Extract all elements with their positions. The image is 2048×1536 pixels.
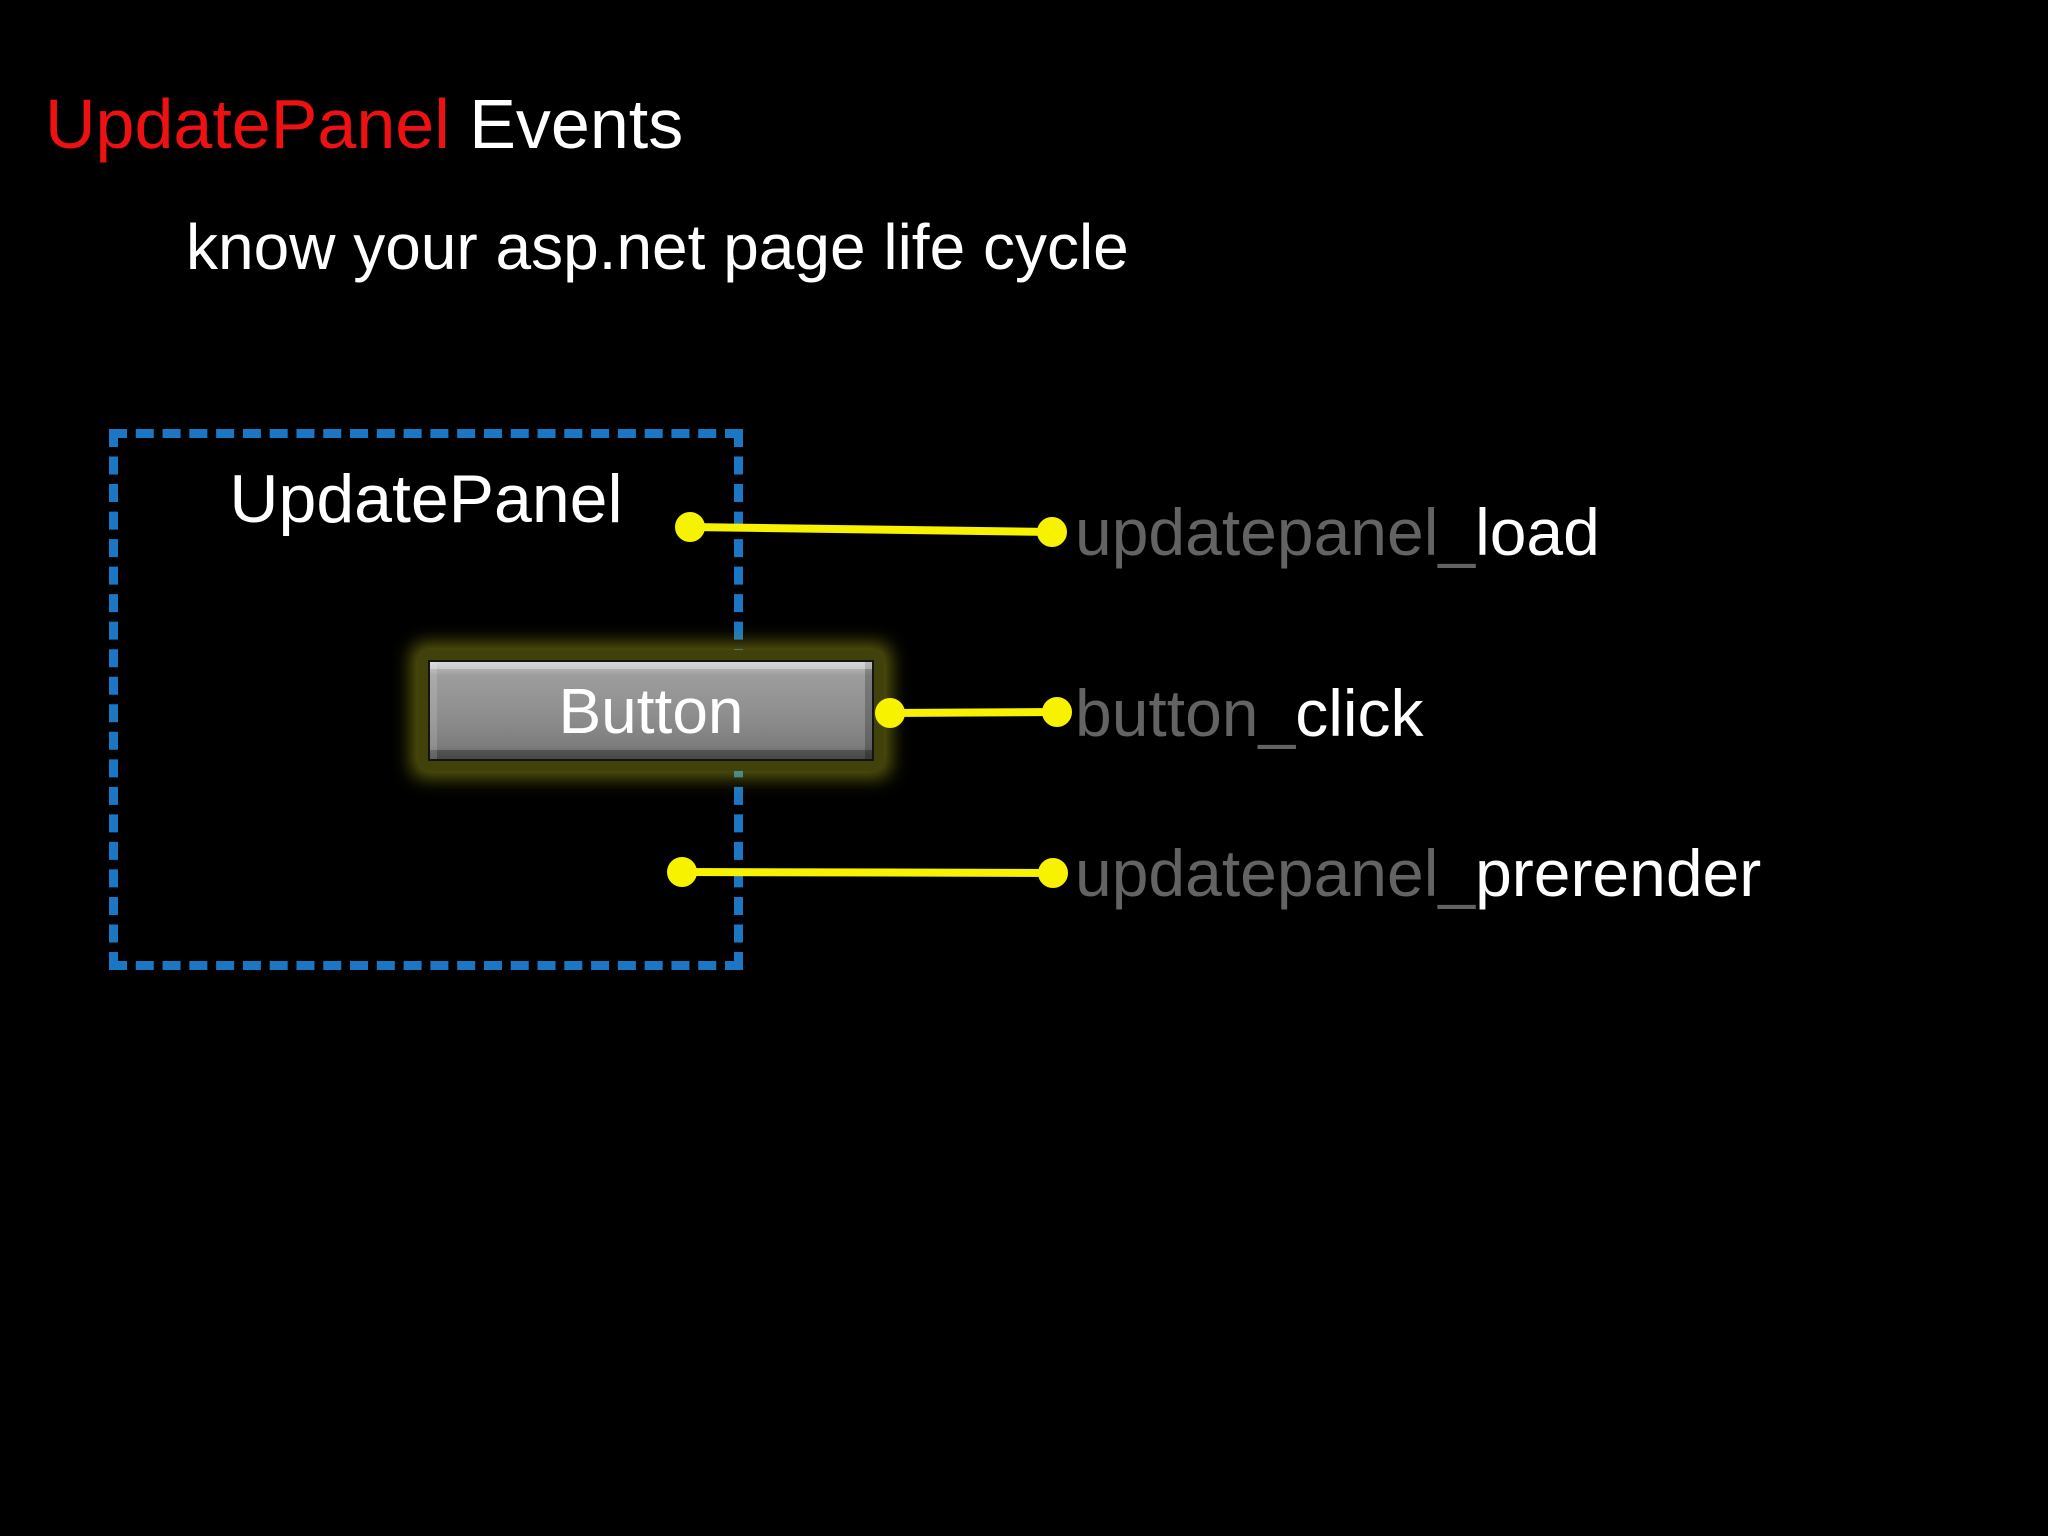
event-label-updatepanel-prerender: updatepanel_prerender <box>1075 837 1761 910</box>
event-suffix: click <box>1295 676 1424 750</box>
button-glow: Button <box>418 650 884 771</box>
event-label-updatepanel-load: updatepanel_load <box>1075 496 1600 569</box>
page-title: UpdatePanel Events <box>45 85 684 163</box>
connector-line-updatepanel-load <box>689 523 1053 536</box>
page-subtitle: know your asp.net page life cycle <box>186 211 1129 283</box>
updatepanel-label: UpdatePanel <box>229 461 623 537</box>
page-title-highlight: UpdatePanel <box>45 85 450 163</box>
event-prefix: updatepanel_ <box>1075 836 1476 910</box>
event-label-button-click: button_click <box>1075 677 1424 750</box>
connector-line-button-click <box>889 708 1058 717</box>
button-control[interactable]: Button <box>428 660 874 761</box>
connector-dot <box>1042 697 1072 727</box>
event-prefix: button_ <box>1075 676 1296 750</box>
event-suffix: prerender <box>1475 836 1762 910</box>
page-title-rest: Events <box>449 85 684 163</box>
event-prefix: updatepanel_ <box>1075 495 1476 569</box>
event-suffix: load <box>1475 495 1600 569</box>
connector-dot <box>1038 858 1068 888</box>
connector-dot <box>1037 517 1067 547</box>
